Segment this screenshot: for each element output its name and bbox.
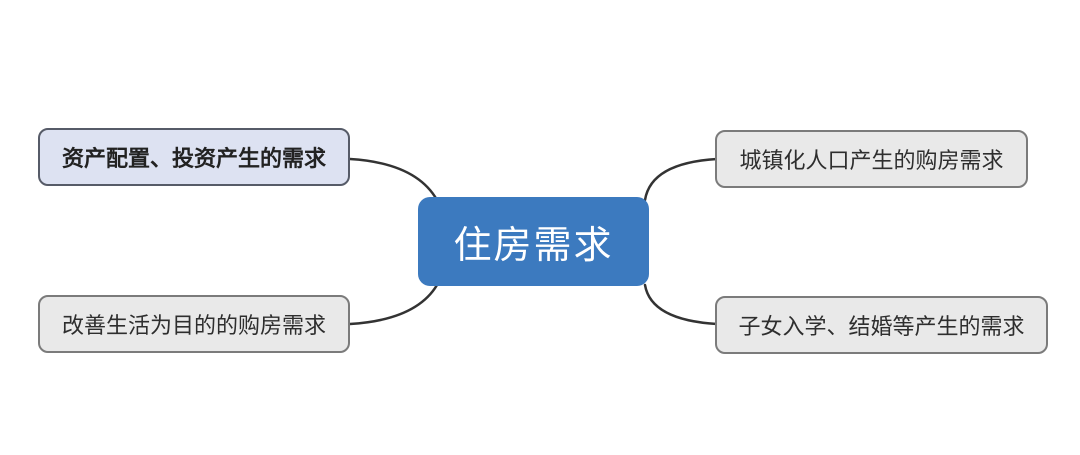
branch-node-asset-allocation[interactable]: 资产配置、投资产生的需求 [38,128,350,186]
branch-node-family-events[interactable]: 子女入学、结婚等产生的需求 [715,296,1048,354]
branch-node-label: 子女入学、结婚等产生的需求 [738,315,1025,340]
center-node-housing-demand[interactable]: 住房需求 [418,197,649,286]
center-node-label: 住房需求 [453,223,614,267]
branch-node-label: 改善生活为目的的购房需求 [61,314,326,339]
edge-top-right [643,157,719,202]
branch-node-life-improvement[interactable]: 改善生活为目的的购房需求 [38,295,350,353]
edge-bottom-right [643,283,719,326]
branch-node-label: 城镇化人口产生的购房需求 [739,149,1004,174]
branch-node-label: 资产配置、投资产生的需求 [61,147,326,172]
edge-top-left [348,157,439,202]
edge-bottom-left [348,283,439,326]
branch-node-urbanization[interactable]: 城镇化人口产生的购房需求 [715,130,1028,188]
